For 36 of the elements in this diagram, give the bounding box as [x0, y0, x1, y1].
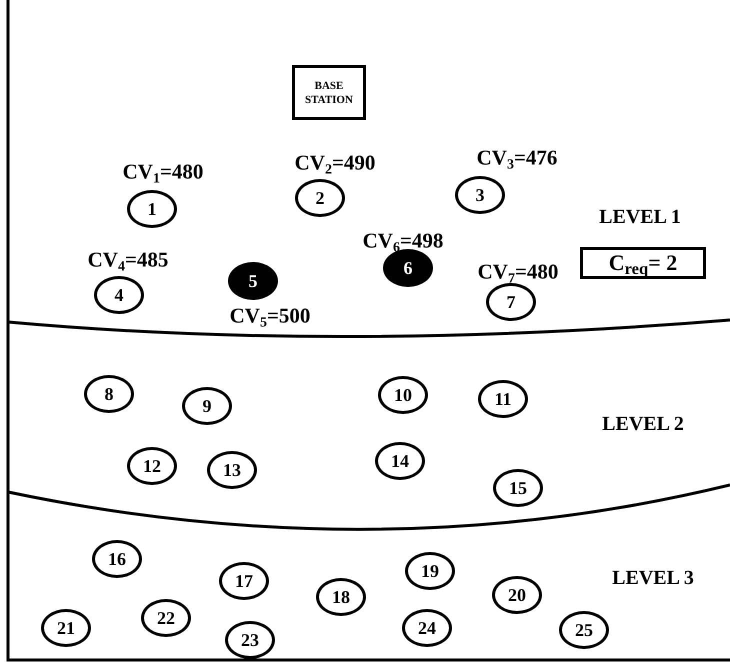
sensor-node: 25 — [559, 611, 609, 649]
sensor-node: 1 — [127, 190, 177, 228]
cv-label: CV$_{4}$=485 — [88, 250, 168, 270]
sensor-node: 9 — [182, 387, 232, 425]
sensor-node: 19 — [405, 552, 455, 590]
sensor-node: 18 — [316, 578, 366, 616]
sensor-node: 24 — [402, 609, 452, 647]
sensor-node: 7 — [486, 283, 536, 321]
sensor-node: 8 — [84, 375, 134, 413]
cv-label: CV$_{2}$=490 — [294, 152, 376, 174]
sensor-node: 12 — [127, 447, 177, 485]
cv-label: CV$_{7}$=480 — [478, 262, 558, 282]
cv-label: CV$_{1}$=480 — [122, 162, 204, 182]
level-label: LEVEL 2 — [602, 414, 684, 434]
sensor-node: 15 — [493, 469, 543, 507]
constraint-box: C$_{req}$= 2 — [580, 247, 706, 279]
sensor-node: 4 — [94, 276, 144, 314]
sensor-node: 16 — [92, 540, 142, 578]
sensor-node: 10 — [378, 376, 428, 414]
cv-label: CV$_{6}$=498 — [362, 230, 444, 252]
sensor-node: 13 — [207, 451, 257, 489]
sensor-node: 5 — [228, 262, 278, 300]
sensor-node: 3 — [455, 176, 505, 214]
cv-label: CV$_{5}$=500 — [230, 306, 310, 326]
sensor-node: 11 — [478, 380, 528, 418]
sensor-node: 23 — [225, 621, 275, 659]
sensor-node: 21 — [41, 609, 91, 647]
sensor-node: 22 — [141, 599, 191, 637]
sensor-node: 17 — [219, 562, 269, 600]
cv-label: CV$_{3}$=476 — [476, 148, 558, 168]
sensor-node: 14 — [375, 442, 425, 480]
level-label: LEVEL 1 — [599, 207, 681, 227]
sensor-node: 2 — [295, 179, 345, 217]
level-label: LEVEL 3 — [612, 568, 694, 588]
base-station-box: BASE STATION — [292, 65, 366, 120]
sensor-node: 20 — [492, 576, 542, 614]
